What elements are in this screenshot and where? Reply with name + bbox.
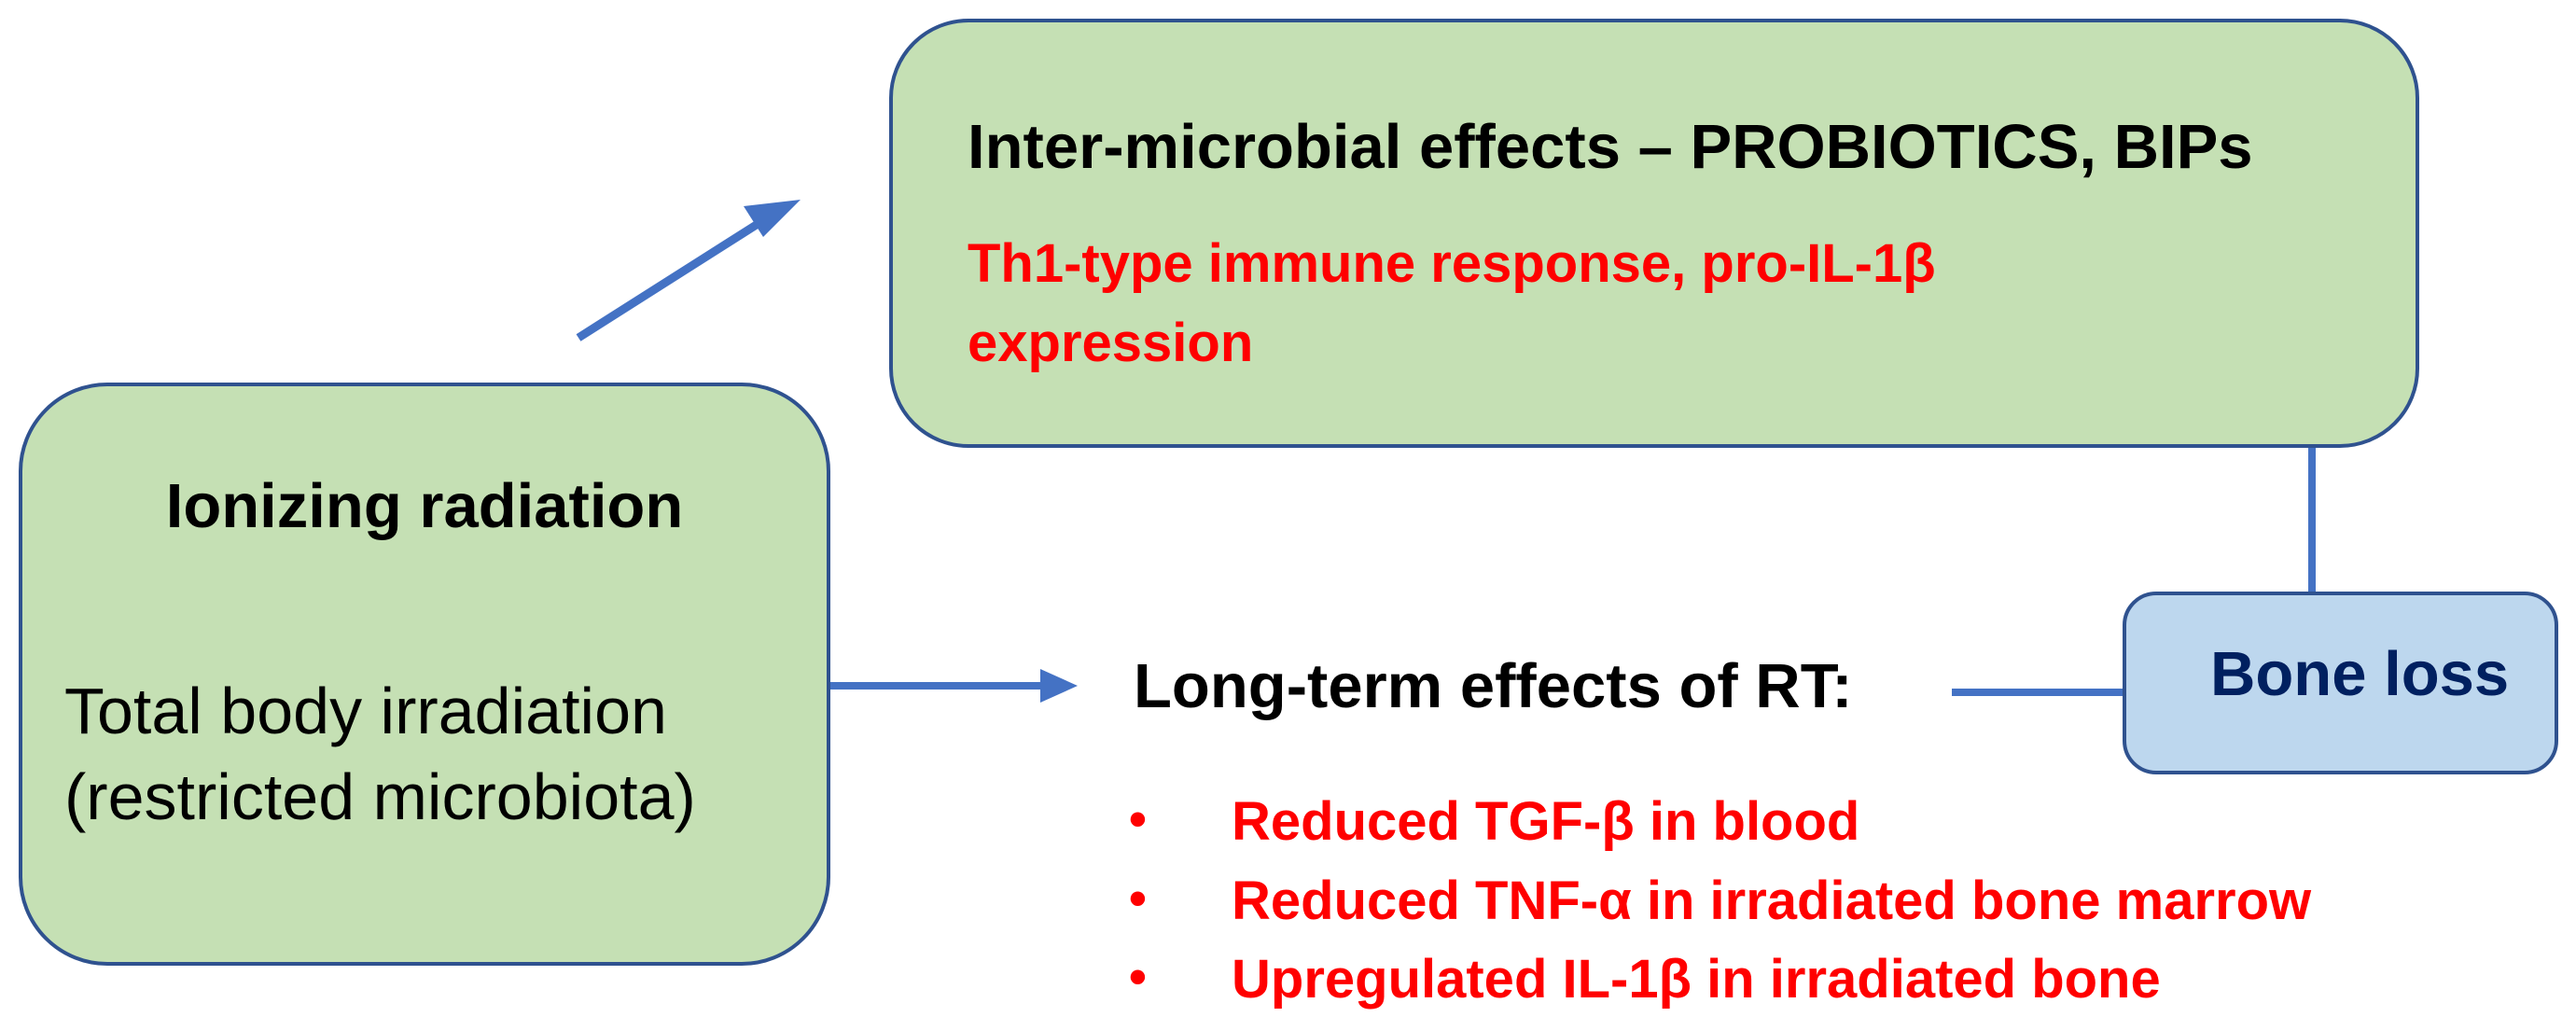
ionizing-radiation-box: Ionizing radiation Total body irradiatio… <box>19 383 830 966</box>
bullet-text: Reduced TNF-α in irradiated bone marrow <box>1232 871 2312 931</box>
inter-microbial-effects-box: Inter-microbial effects – PROBIOTICS, BI… <box>889 19 2419 448</box>
bullet-dot: • <box>1129 791 1147 847</box>
total-body-irradiation-text: Total body irradiation <box>64 675 667 747</box>
restricted-microbiota-text: (restricted microbiota) <box>64 760 696 833</box>
bone-loss-label: Bone loss <box>2210 639 2510 709</box>
bullet-dot: • <box>1129 949 1147 1005</box>
bone-loss-box: Bone loss <box>2123 592 2558 774</box>
expression-text: expression <box>968 313 1254 373</box>
long-term-effects-title: Long-term effects of RT: <box>1134 651 1853 721</box>
bullet-text: Reduced TGF-β in blood <box>1232 791 1860 852</box>
arrow-radiation-to-microbial <box>576 200 801 341</box>
ionizing-radiation-title: Ionizing radiation <box>165 471 684 541</box>
inter-microbial-title: Inter-microbial effects – PROBIOTICS, BI… <box>968 112 2253 182</box>
bullet-dot: • <box>1129 871 1147 927</box>
th1-response-text: Th1-type immune response, pro-IL-1β <box>968 233 1936 294</box>
bullet-text: Upregulated IL-1β in irradiated bone <box>1232 949 2161 1010</box>
arrow-radiation-to-longterm <box>830 669 1078 703</box>
